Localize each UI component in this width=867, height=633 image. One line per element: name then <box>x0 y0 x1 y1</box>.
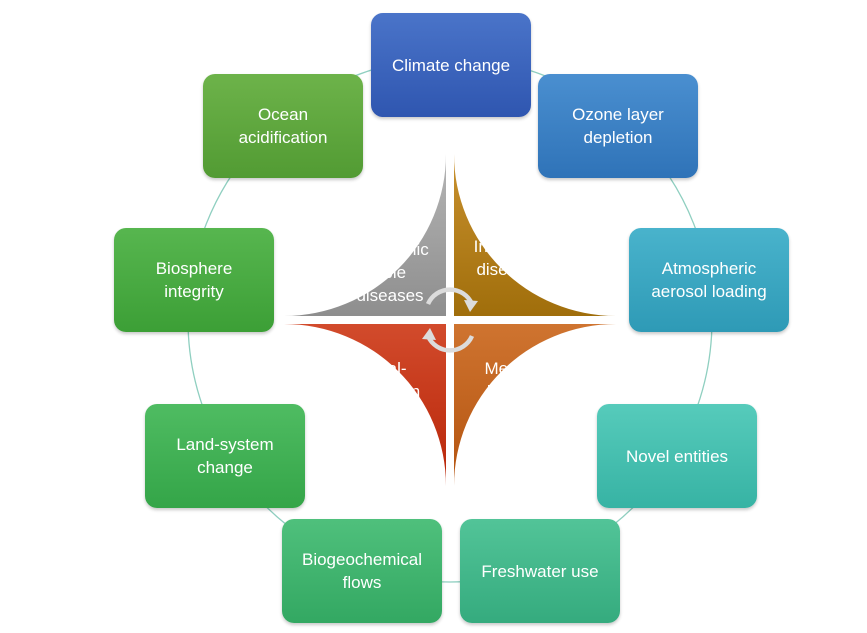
boundary-label: Biogeochemical flows <box>301 550 422 592</box>
boundary-box-biogeochemical-flows: Biogeochemical flows <box>282 519 442 623</box>
quadrant-label-malnutrition: Mal- nutrition <box>359 359 421 401</box>
boundary-box-ozone-layer-depletion: Ozone layer depletion <box>538 74 698 178</box>
quadrant-label-infectious-diseases: Infectious diseases <box>473 237 547 279</box>
boundary-box-freshwater-use: Freshwater use <box>460 519 620 623</box>
boundary-label: Ocean acidification <box>238 105 328 147</box>
quadrant-non-communicable-diseases <box>284 154 446 316</box>
quadrant-infectious-diseases <box>454 154 616 316</box>
boundary-label: Land-system change <box>176 435 274 477</box>
boundary-box-ocean-acidification: Ocean acidification <box>203 74 363 178</box>
cycle-arrows <box>422 287 478 353</box>
boundary-label: Freshwater use <box>481 561 599 581</box>
quadrant-mental-health <box>454 324 616 486</box>
boundary-label: Novel entities <box>625 446 729 466</box>
quadrant-malnutrition <box>284 324 446 486</box>
cycle-arrow-lower-head-icon <box>422 328 436 340</box>
boundary-box-climate-change: Climate change <box>371 13 531 117</box>
boundary-box-land-system-change: Land-system change <box>145 404 305 508</box>
cycle-arrow-lower-icon <box>425 334 475 353</box>
cycle-arrow-upper-icon <box>425 287 475 306</box>
boundary-label: Biosphere integrity <box>155 259 233 301</box>
quadrant-label-mental-health: Mental health <box>484 359 536 401</box>
boundary-label: Climate change <box>391 55 511 75</box>
quadrant-label-non-communicable-diseases: Non- communic able diseases <box>351 217 429 305</box>
boundary-box-novel-entities: Novel entities <box>597 404 757 508</box>
boundary-box-biosphere-integrity: Biosphere integrity <box>114 228 274 332</box>
health-quadrants <box>284 154 616 486</box>
boundary-label: Ozone layer depletion <box>572 105 664 147</box>
cycle-arrow-upper-head-icon <box>464 300 478 312</box>
boundary-box-atmospheric-aerosol-loading: Atmospheric aerosol loading <box>629 228 789 332</box>
boundary-label: Atmospheric aerosol loading <box>651 259 767 301</box>
